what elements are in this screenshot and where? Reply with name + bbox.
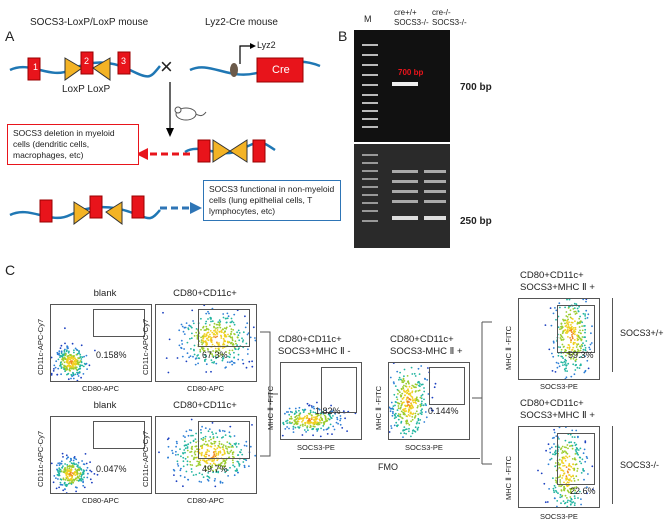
functional-box: SOCS3 functional in non-myeloid cells (l… (203, 180, 341, 221)
plot-3-ylabel: CD11c-APC-Cy7 (141, 430, 150, 487)
bracket-left (260, 331, 278, 457)
group-pos-label: SOCS3+/+ (620, 328, 664, 338)
plot-0 (50, 304, 152, 382)
marker-label: M (364, 14, 372, 24)
plot-1 (155, 304, 257, 382)
plot-5-title: CD80+CD11c+ SOCS3-MHC Ⅱ + (390, 334, 463, 357)
plot-6-xlabel: SOCS3-PE (540, 382, 578, 391)
cre-label: Cre (272, 64, 290, 76)
plot-3 (155, 416, 257, 494)
plot-7-ylabel: MHC Ⅱ -FITC (504, 455, 513, 500)
plot-5 (388, 362, 470, 440)
plot-1-scatter (162, 305, 256, 374)
exon-3-box (117, 51, 131, 75)
plot-4-ylabel: MHC Ⅱ -FITC (266, 385, 275, 430)
loxp-label: LoxP LoxP (62, 84, 111, 95)
exon-1-box (27, 57, 41, 81)
fmo-line (300, 458, 480, 459)
mouse1-label: SOCS3-LoxP/LoxP mouse (30, 17, 149, 28)
plot-7-xlabel: SOCS3-PE (540, 512, 578, 521)
lane2-label: cre-/- SOCS3-/- (432, 8, 467, 27)
plot-6-scatter (544, 299, 593, 379)
gel-image (354, 30, 450, 248)
plot-7-scatter (537, 427, 594, 507)
plot-2 (50, 416, 152, 494)
exon-2-box (80, 51, 94, 75)
plot-4 (280, 362, 362, 440)
plot-3-xlabel: CD80-APC (187, 496, 225, 505)
plot-2-scatter (51, 452, 99, 493)
plot-0-xlabel: CD80-APC (82, 384, 120, 393)
plot-6-pct: 59.3% (568, 350, 594, 360)
plot-1-title: CD80+CD11c+ (173, 288, 237, 299)
plot-2-xlabel: CD80-APC (82, 496, 120, 505)
lyz2-label: Lyz2 (257, 40, 276, 50)
loxp-triangle-1 (64, 57, 83, 81)
plot-7-title: CD80+CD11c+ SOCS3+MHC Ⅱ + (520, 398, 595, 421)
plot-3-title: CD80+CD11c+ (173, 400, 237, 411)
plot-5-scatter (389, 363, 437, 438)
promoter-oval (230, 63, 238, 77)
plot-0-title: blank (93, 288, 117, 299)
plot-3-scatter (158, 418, 256, 488)
gate-1 (198, 309, 250, 347)
plot-4-xlabel: SOCS3-PE (297, 443, 335, 452)
plot-0-scatter (51, 327, 96, 381)
plot-6 (518, 298, 600, 380)
band-700-label: 700 bp (460, 82, 492, 93)
fmo-label: FMO (378, 462, 398, 472)
mouse2-label: Lyz2-Cre mouse (205, 17, 278, 28)
exon1-label: 1 (33, 62, 39, 72)
plot-6-ylabel: MHC Ⅱ -FITC (504, 325, 513, 370)
plot-5-pct: 0.144% (428, 406, 459, 416)
plot-0-pct: 0.158% (96, 350, 127, 360)
plot-4-scatter (281, 401, 357, 438)
loxp-triangle-2 (92, 57, 111, 81)
plot-3-pct: 49.7% (202, 464, 228, 474)
plot-2-title: blank (93, 400, 117, 411)
panel-a-letter: A (5, 28, 15, 44)
panel-c-letter: C (5, 262, 16, 278)
cre-box (256, 57, 304, 83)
cross-symbol: × (160, 54, 173, 79)
gate-6 (557, 305, 595, 353)
gate-2 (93, 421, 145, 449)
band-700 (392, 82, 418, 86)
lane1-label: cre+/+ SOCS3-/- (394, 8, 429, 27)
exon2-label: 2 (84, 56, 90, 66)
plot-1-ylabel: CD11c-APC-Cy7 (141, 318, 150, 375)
plot-7 (518, 426, 600, 508)
group-pos-line (612, 298, 613, 372)
plot-7-pct: 22.6% (570, 486, 596, 496)
plot-4-title: CD80+CD11c+ SOCS3+MHC Ⅱ - (278, 334, 351, 357)
exon-2-box-functional (89, 195, 103, 219)
plot-1-pct: 67.3% (202, 350, 228, 360)
plot-2-ylabel: CD11c-APC-Cy7 (36, 430, 45, 487)
plot-0-ylabel: CD11c-APC-Cy7 (36, 318, 45, 375)
plot-6-title: CD80+CD11c+ SOCS3+MHC Ⅱ + (520, 270, 595, 293)
gate-5 (429, 367, 465, 405)
gate-0 (93, 309, 145, 337)
exon3-label: 3 (121, 56, 127, 66)
group-neg-label: SOCS3-/- (620, 460, 660, 470)
deletion-box: SOCS3 deletion in myeloid cells (dendrit… (7, 124, 139, 165)
panel-b-letter: B (338, 28, 348, 44)
exon-1-box-deleted (197, 139, 211, 163)
band-700-inline-label: 700 bp (398, 68, 424, 77)
gate-3 (198, 421, 250, 459)
panel-a-diagram (9, 43, 321, 225)
plot-5-xlabel: SOCS3-PE (405, 443, 443, 452)
exon-3-box-functional (131, 195, 145, 219)
plot-2-pct: 0.047% (96, 464, 127, 474)
exon-1-box-functional (39, 199, 53, 223)
band-250-label: 250 bp (460, 216, 492, 227)
plot-5-ylabel: MHC Ⅱ -FITC (374, 385, 383, 430)
group-neg-line (612, 426, 613, 504)
plot-1-xlabel: CD80-APC (187, 384, 225, 393)
exon-3-box-deleted (252, 139, 266, 163)
plot-4-pct: 1.82% (315, 406, 341, 416)
gate-7 (557, 433, 595, 485)
bracket-right (472, 321, 492, 465)
gate-4 (321, 367, 357, 413)
